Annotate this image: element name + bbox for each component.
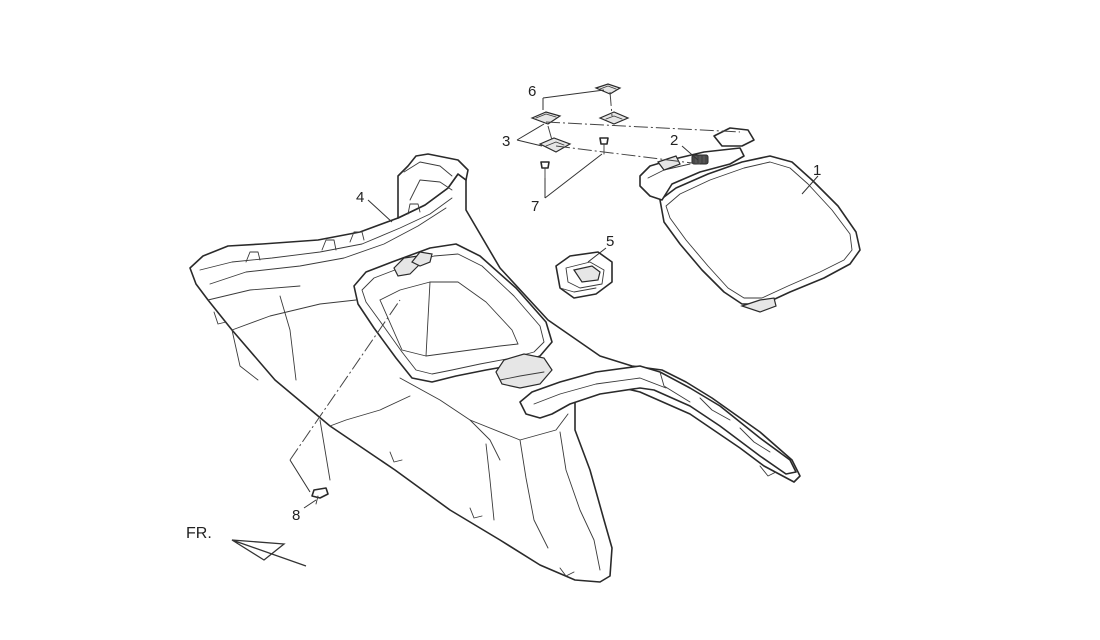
rivet (311, 487, 329, 505)
callout-6: 6 (528, 83, 536, 100)
callout-labels: 1 2 3 4 5 6 7 8 (292, 83, 821, 524)
front-label: FR. (186, 525, 212, 542)
front-direction-indicator: FR. (186, 525, 307, 567)
callout-3: 3 (502, 133, 510, 150)
front-arrow-icon (231, 539, 307, 567)
callout-2: 2 (670, 132, 678, 149)
callout-7: 7 (531, 198, 539, 215)
callout-8: 8 (292, 507, 300, 524)
floor-panel (189, 153, 801, 583)
clip-nuts (530, 83, 630, 153)
assembly-lines (289, 91, 741, 461)
callout-5: 5 (606, 233, 614, 250)
lid-latch (555, 251, 613, 299)
callout-4: 4 (356, 189, 364, 206)
leader-lines (289, 89, 819, 509)
screws (540, 137, 609, 181)
callout-1: 1 (813, 162, 821, 179)
storage-lid (639, 127, 861, 313)
